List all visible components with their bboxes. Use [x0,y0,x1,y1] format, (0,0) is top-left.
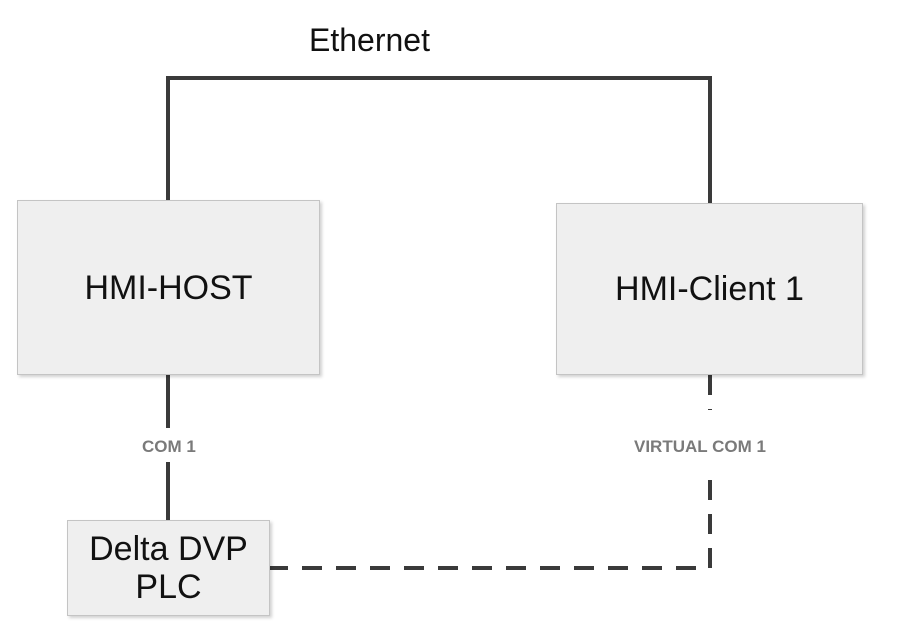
virtual-com1-label: VIRTUAL COM 1 [634,437,766,456]
hmi-client-node: HMI-Client 1 [556,203,863,375]
plc-label-line1: Delta DVP [89,530,248,568]
hmi-client-label: HMI-Client 1 [615,270,804,308]
plc-node: Delta DVP PLC [67,520,270,616]
plc-label-line2: PLC [135,568,202,606]
com1-label: COM 1 [142,437,196,456]
hmi-host-node: HMI-HOST [17,200,320,375]
ethernet-label: Ethernet [309,22,430,58]
hmi-host-label: HMI-HOST [84,268,253,307]
ethernet-link [166,76,712,203]
virtual-com1-link-lower [270,480,712,570]
plc-label: Delta DVP PLC [89,530,248,606]
